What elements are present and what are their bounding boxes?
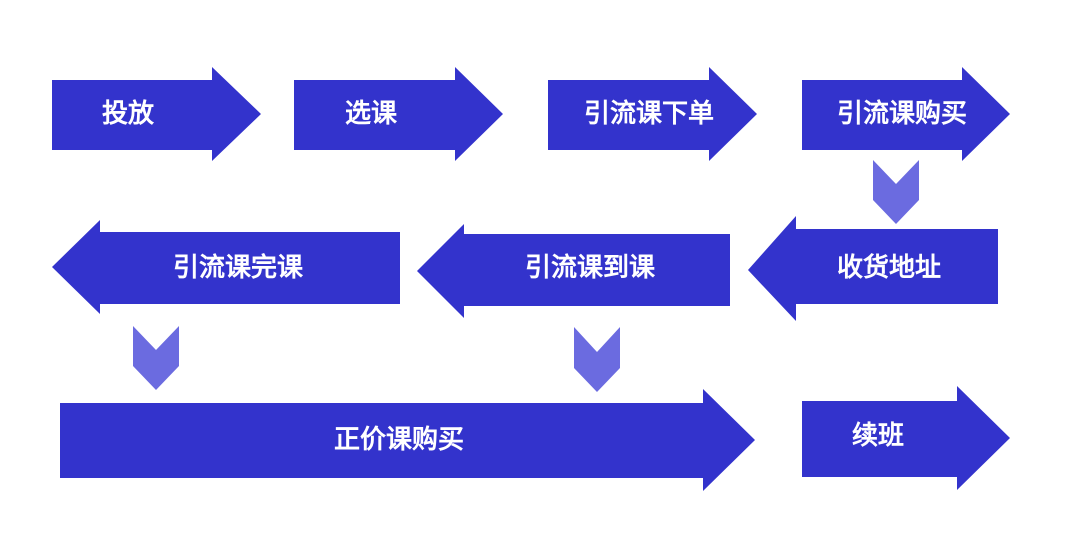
step-label: 投放 — [102, 98, 155, 129]
arrow-right-shape — [52, 67, 261, 161]
step-yinliu-xiadan: 引流课下单 — [548, 67, 757, 161]
arrow-right-shape — [802, 67, 1010, 161]
arrow-left-shape — [52, 220, 400, 314]
arrow-right-shape — [294, 67, 503, 161]
step-label: 引流课到课 — [525, 253, 656, 283]
step-label: 引流课购买 — [837, 99, 967, 129]
step-shouhuo-dizhi: 收货地址 — [748, 216, 998, 321]
step-xuanke: 选课 — [294, 67, 503, 161]
step-yinliu-goumai: 引流课购买 — [802, 67, 1010, 161]
step-label: 正价课购买 — [334, 425, 464, 455]
step-zhengjia-goumai: 正价课购买 — [60, 389, 755, 491]
step-label: 引流课下单 — [584, 99, 714, 129]
step-xuban: 续班 — [802, 386, 1010, 490]
step-label: 选课 — [345, 99, 398, 129]
step-label: 续班 — [852, 420, 904, 451]
arrow-right-shape — [802, 386, 1010, 490]
arrow-right-shape — [548, 67, 757, 161]
down-chevron-connector — [133, 326, 179, 390]
step-toufang: 投放 — [52, 67, 261, 161]
arrow-right-shape — [60, 389, 755, 491]
step-yinliu-wanke: 引流课完课 — [52, 220, 400, 314]
arrow-left-shape — [417, 224, 730, 318]
step-yinliu-daoke: 引流课到课 — [417, 224, 730, 318]
step-label: 收货地址 — [837, 252, 941, 283]
arrow-left-shape — [748, 216, 998, 321]
down-chevron-connector — [574, 327, 620, 392]
down-chevron-connector — [873, 160, 919, 224]
step-label: 引流课完课 — [173, 252, 304, 283]
